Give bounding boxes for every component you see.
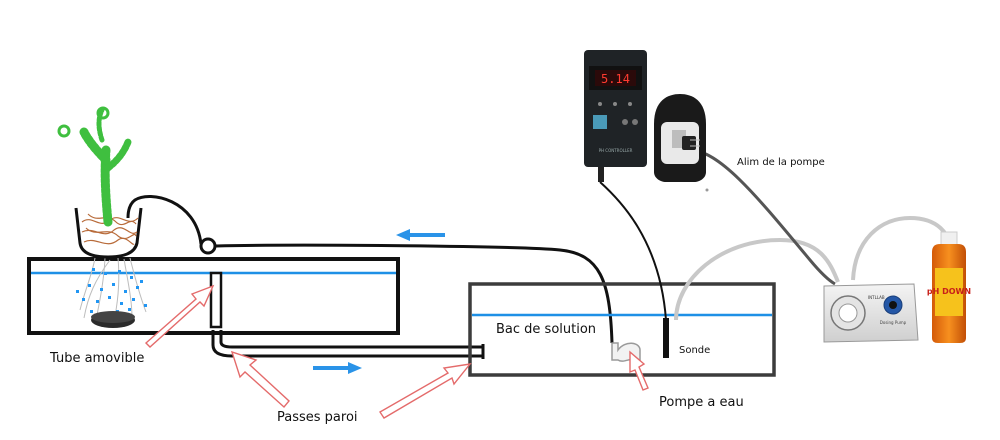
- pointer-arrow-passes-paroi-2: [380, 364, 470, 418]
- label-alim-pompe: Alim de la pompe: [737, 157, 825, 168]
- label-tube-amovible: Tube amovible: [50, 351, 144, 366]
- plug-icon: [654, 94, 706, 182]
- plant-icon: [59, 108, 128, 222]
- controller-panel-label: PH CONTROLLER: [599, 148, 633, 153]
- dosing-pump: INTLLAB Dosing Pump: [824, 284, 918, 342]
- flow-arrow-bottom: [313, 362, 362, 374]
- bottle-label: pH DOWN: [927, 287, 971, 296]
- pointer-arrow-tube-amovible: [146, 286, 213, 347]
- dosing-pump-brand: INTLLAB: [868, 295, 885, 300]
- power-cable: [690, 150, 835, 284]
- flow-arrow-top: [396, 229, 445, 241]
- label-bac-de-solution: Bac de solution: [496, 322, 596, 337]
- pointer-arrow-passes-paroi-1: [232, 352, 289, 407]
- dosing-tube-in: [676, 240, 838, 320]
- label-passes-paroi: Passes paroi: [277, 410, 358, 425]
- ph-controller: 5.14 PH CONTROLLER: [584, 50, 647, 182]
- controller-display: 5.14: [601, 72, 630, 86]
- ph-down-bottle: pH DOWN: [927, 232, 971, 343]
- dosing-pump-caption: Dosing Pump: [880, 320, 907, 325]
- label-sonde: Sonde: [679, 345, 710, 356]
- label-pompe-a-eau: Pompe a eau: [659, 395, 744, 410]
- removable-tube: [211, 273, 221, 327]
